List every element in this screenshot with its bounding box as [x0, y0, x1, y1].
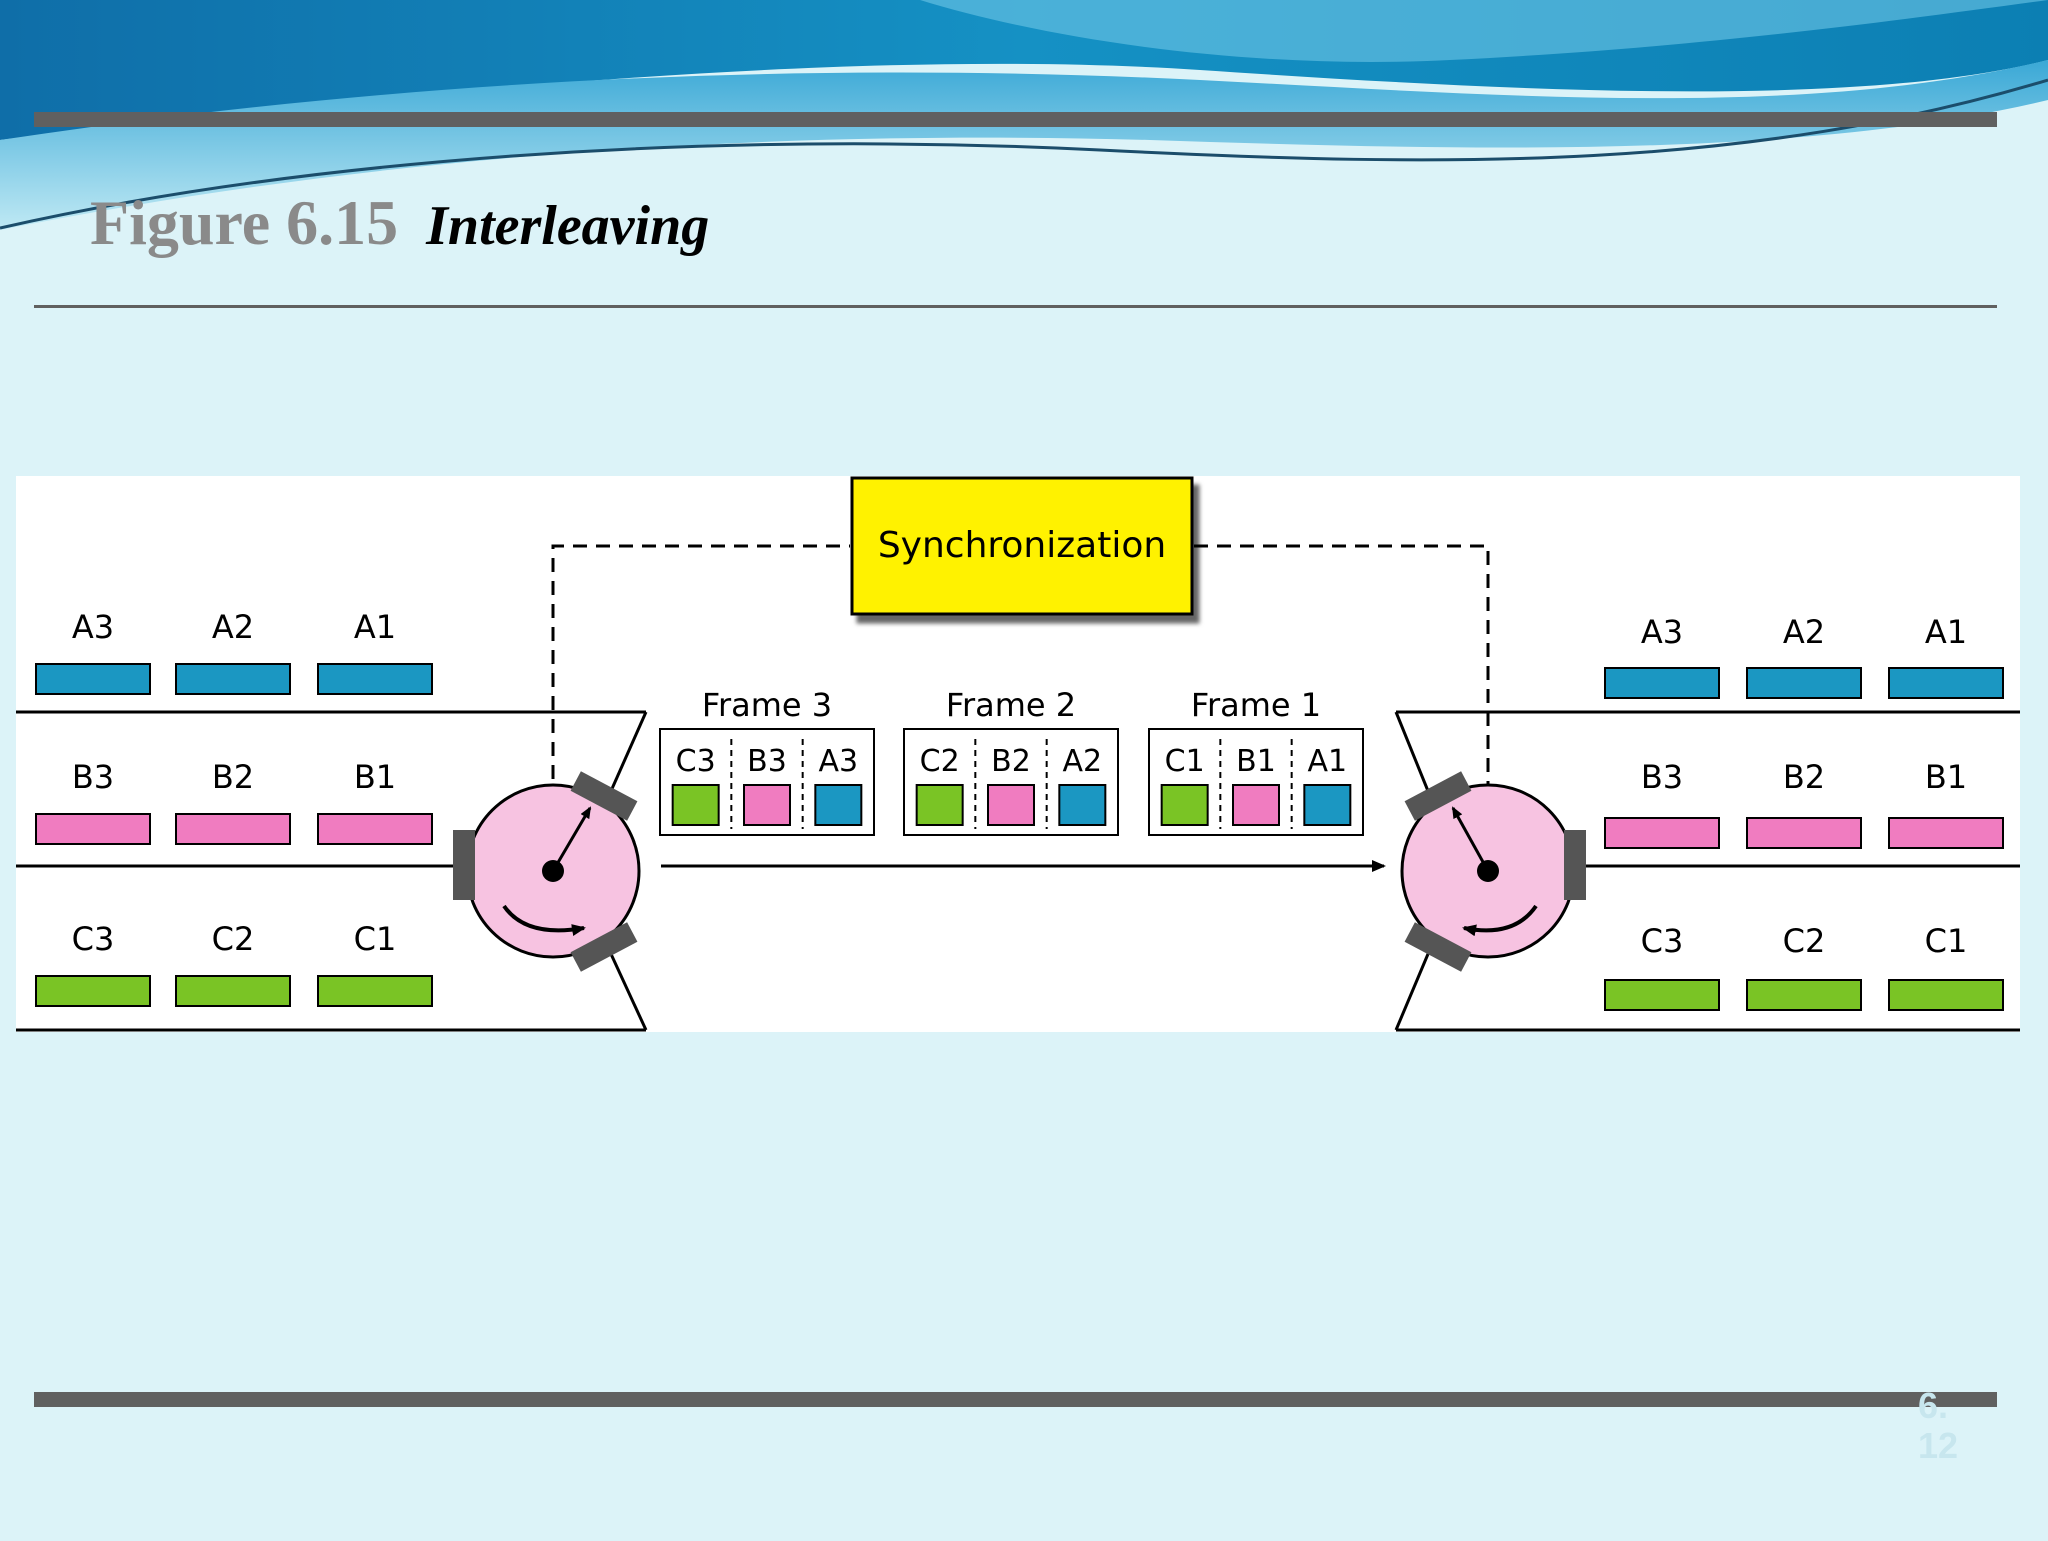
input-unit-label: C1 — [354, 920, 397, 958]
input-unit-bar — [175, 663, 291, 695]
frame-slot-label: A3 — [819, 744, 859, 779]
figure-title: Interleaving — [426, 195, 710, 257]
right-funnel-bottom — [1394, 953, 1430, 1031]
output-unit-bar — [1604, 667, 1720, 699]
left-funnel-top — [609, 711, 648, 792]
demux-contact-top — [1404, 771, 1472, 821]
frame-slot-label: C1 — [1165, 744, 1205, 779]
output-unit-label: A3 — [1641, 613, 1683, 651]
top-rule — [34, 112, 1997, 127]
output-unit-label: B2 — [1783, 758, 1825, 796]
demux-hub — [1477, 860, 1499, 882]
demux-contact-bottom — [1404, 922, 1472, 972]
slide-title: Figure 6.15 Interleaving — [90, 186, 709, 260]
frame-slot-label: A2 — [1063, 744, 1103, 779]
output-unit-bar — [1888, 979, 2004, 1011]
multiplexer-switch — [453, 771, 641, 972]
input-unit-bar — [317, 975, 433, 1007]
frame-slot-label: C3 — [676, 744, 716, 779]
frame-label: Frame 1 — [1191, 686, 1321, 724]
input-unit-bar — [35, 663, 151, 695]
frame-slot-unit — [814, 784, 863, 826]
frame-slot-unit — [743, 784, 791, 826]
input-unit-bar — [35, 813, 151, 845]
demux-rotation-arrow — [1462, 904, 1538, 937]
demultiplexer-switch — [1400, 771, 1586, 972]
input-unit-label: A1 — [354, 608, 396, 646]
input-unit-label: C3 — [72, 920, 115, 958]
output-unit-bar — [1888, 817, 2004, 849]
output-unit-label: A1 — [1925, 613, 1967, 651]
input-unit-label: B2 — [212, 758, 254, 796]
page-number-line2: 12 — [1918, 1425, 1959, 1466]
figure-label: Figure 6.15 — [90, 187, 399, 258]
mux-hub — [542, 860, 564, 882]
output-unit-bar — [1746, 979, 1862, 1011]
output-unit-label: C3 — [1641, 922, 1684, 960]
input-unit-label: C2 — [212, 920, 255, 958]
frames: Frame 3 C3 B3 A3 Frame 2 C2 B2 A2 Frame 1 C1 B1 A1 — [659, 686, 1364, 836]
frame-slot-label: B3 — [747, 744, 787, 779]
input-unit-bar — [175, 813, 291, 845]
mux-contact-bottom — [570, 922, 638, 972]
output-unit-label: C1 — [1925, 922, 1968, 960]
input-unit-label: A2 — [212, 608, 254, 646]
output-unit-label: A2 — [1783, 613, 1825, 651]
header-wave-line — [0, 78, 2048, 230]
header-wave-highlight — [920, 0, 2048, 62]
frame-slot-label: C2 — [920, 744, 960, 779]
frame-label: Frame 2 — [946, 686, 1076, 724]
sync-box: Synchronization — [850, 476, 1194, 616]
output-unit-bar — [1604, 979, 1720, 1011]
title-rule — [34, 305, 1997, 308]
input-unit-bar — [317, 813, 433, 845]
output-unit-bar — [1604, 817, 1720, 849]
output-unit-bar — [1746, 817, 1862, 849]
input-unit-bar — [317, 663, 433, 695]
frame-slot-label: B2 — [991, 744, 1031, 779]
mux-pointer — [551, 806, 592, 872]
right-funnel-top — [1394, 711, 1430, 792]
page-number-line1: 6. — [1918, 1385, 1949, 1426]
demux-pointer — [1451, 806, 1490, 872]
sync-label: Synchronization — [878, 525, 1166, 566]
frame-slot-label: B1 — [1236, 744, 1276, 779]
frame-slot-unit — [1232, 784, 1280, 826]
demux-input-contact — [1564, 830, 1586, 900]
page-number: 6. 12 — [1918, 1386, 1958, 1466]
output-unit-label: B1 — [1925, 758, 1967, 796]
mux-contact-top — [570, 771, 638, 821]
output-unit-label: B3 — [1641, 758, 1683, 796]
frame-slot-unit — [915, 784, 964, 826]
mux-rotation-arrow — [502, 904, 586, 936]
frame-slot-unit — [1160, 784, 1209, 826]
frame-label: Frame 3 — [702, 686, 832, 724]
sync-box-rect — [850, 476, 1194, 616]
header-wave-light — [0, 60, 2048, 230]
output-unit-bar — [1746, 667, 1862, 699]
frame-slot-unit — [987, 784, 1035, 826]
input-unit-label: B1 — [354, 758, 396, 796]
output-unit-bar — [1888, 667, 2004, 699]
frame-slot-unit — [1058, 784, 1107, 826]
output-unit-label: C2 — [1783, 922, 1826, 960]
bottom-rule — [34, 1392, 1997, 1407]
mux-output-contact — [453, 830, 475, 900]
left-funnel-bottom — [609, 953, 648, 1031]
input-unit-bar — [35, 975, 151, 1007]
input-unit-bar — [175, 975, 291, 1007]
frame-slot-unit — [671, 784, 720, 826]
frame-slot-label: A1 — [1308, 744, 1348, 779]
sync-dashed-line — [551, 544, 1490, 871]
input-unit-label: A3 — [72, 608, 114, 646]
frame-slot-unit — [1303, 784, 1352, 826]
input-unit-label: B3 — [72, 758, 114, 796]
